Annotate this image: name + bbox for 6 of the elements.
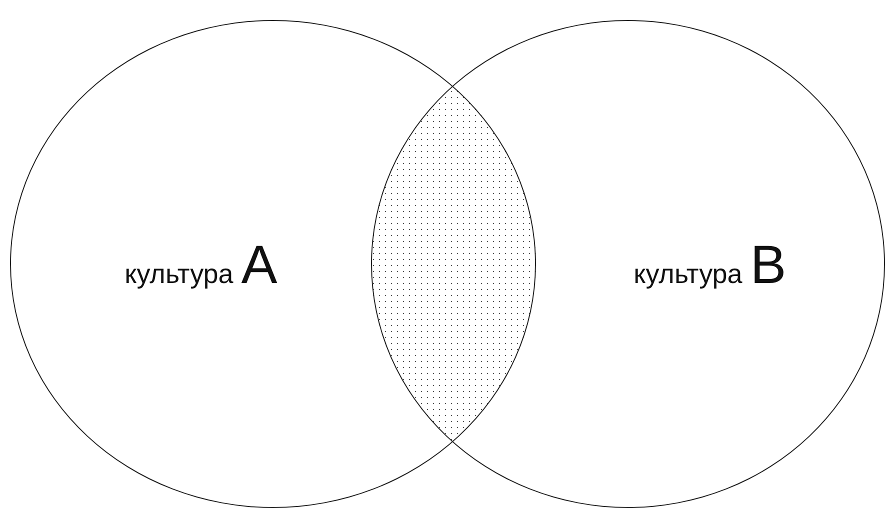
set-letter: B [750,234,786,296]
set-letter: A [241,234,278,296]
venn-circle [371,20,885,508]
set-name: культура [124,259,234,290]
venn-circle [10,20,536,508]
set-name: культура [634,259,742,290]
